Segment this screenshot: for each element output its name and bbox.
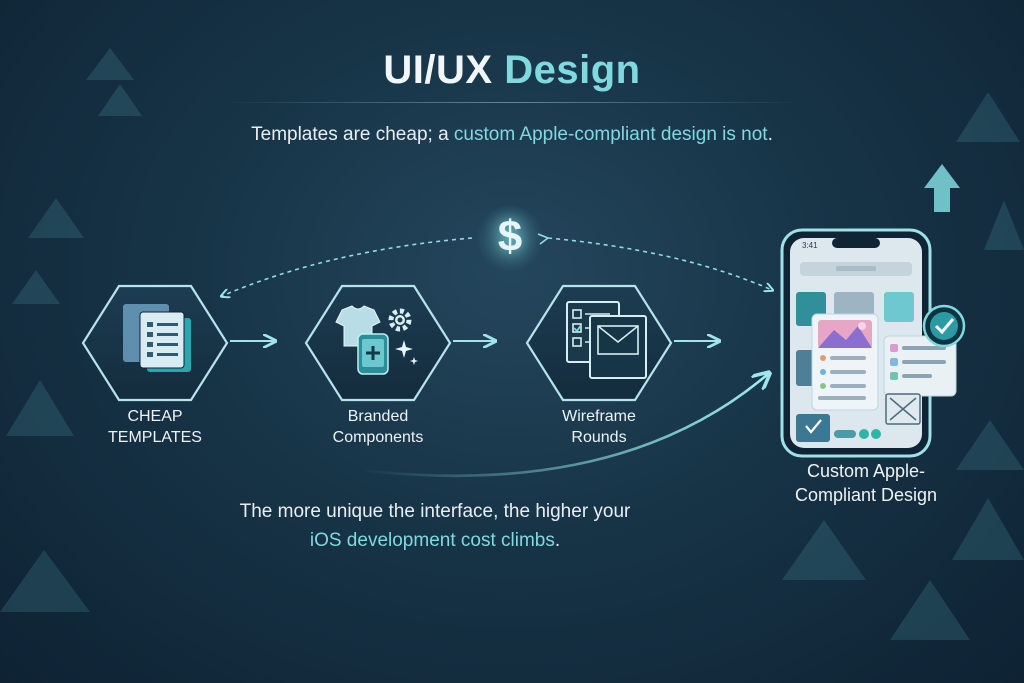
document-list-icon xyxy=(123,304,191,372)
step-1-label: CHEAP TEMPLATES xyxy=(75,406,235,448)
step-2-label: Branded Components xyxy=(298,406,458,448)
title-part-1: UI/UX xyxy=(383,48,493,92)
dashed-arc-right xyxy=(547,237,772,290)
gear-icon xyxy=(388,308,412,332)
title-part-2: Design xyxy=(504,48,641,92)
title-divider xyxy=(222,102,802,103)
growth-curve xyxy=(359,374,768,478)
subtitle-before: Templates are cheap; a xyxy=(251,124,454,145)
sparkle-icon xyxy=(395,340,418,365)
final-step-line-2: Compliant Design xyxy=(794,485,938,505)
mail-icon xyxy=(589,315,647,379)
page-title: UI/UX Design xyxy=(0,48,1024,93)
subtitle-after: . xyxy=(767,124,773,145)
step-3-label: Wireframe Rounds xyxy=(519,406,679,448)
check-badge-icon xyxy=(922,304,966,348)
floating-card-list xyxy=(883,335,957,397)
phone-component-icon xyxy=(357,333,389,375)
bottom-line-2: iOS development cost climbs. xyxy=(160,526,710,555)
bottom-line-1: The more unique the interface, the highe… xyxy=(239,501,631,522)
final-step-line-1: Custom Apple- xyxy=(806,461,926,481)
decorative-triangles xyxy=(0,48,1024,640)
step-2-line-2: Components xyxy=(332,429,424,446)
dollar-icon: $ xyxy=(497,212,523,261)
up-arrow-icon xyxy=(924,164,960,212)
image-placeholder-icon xyxy=(885,393,921,425)
subtitle: Templates are cheap; a custom Apple-comp… xyxy=(0,124,1024,146)
step-2-line-1: Branded xyxy=(347,408,409,425)
subtitle-highlight: custom Apple-compliant design is not xyxy=(453,124,768,145)
step-1-line-1: CHEAP xyxy=(127,408,183,425)
step-1-line-2: TEMPLATES xyxy=(108,429,202,446)
bottom-highlight: iOS development cost climbs xyxy=(309,530,555,551)
floating-card-photo xyxy=(811,313,879,411)
step-3-line-1: Wireframe xyxy=(562,408,636,425)
bottom-caption: The more unique the interface, the highe… xyxy=(160,497,710,555)
step-3-line-2: Rounds xyxy=(571,429,627,446)
dashed-arc-left xyxy=(222,237,473,296)
bottom-after: . xyxy=(554,530,561,551)
final-step-label: Custom Apple- Compliant Design xyxy=(756,459,976,507)
phone-status-time: 3:41 xyxy=(802,241,818,250)
